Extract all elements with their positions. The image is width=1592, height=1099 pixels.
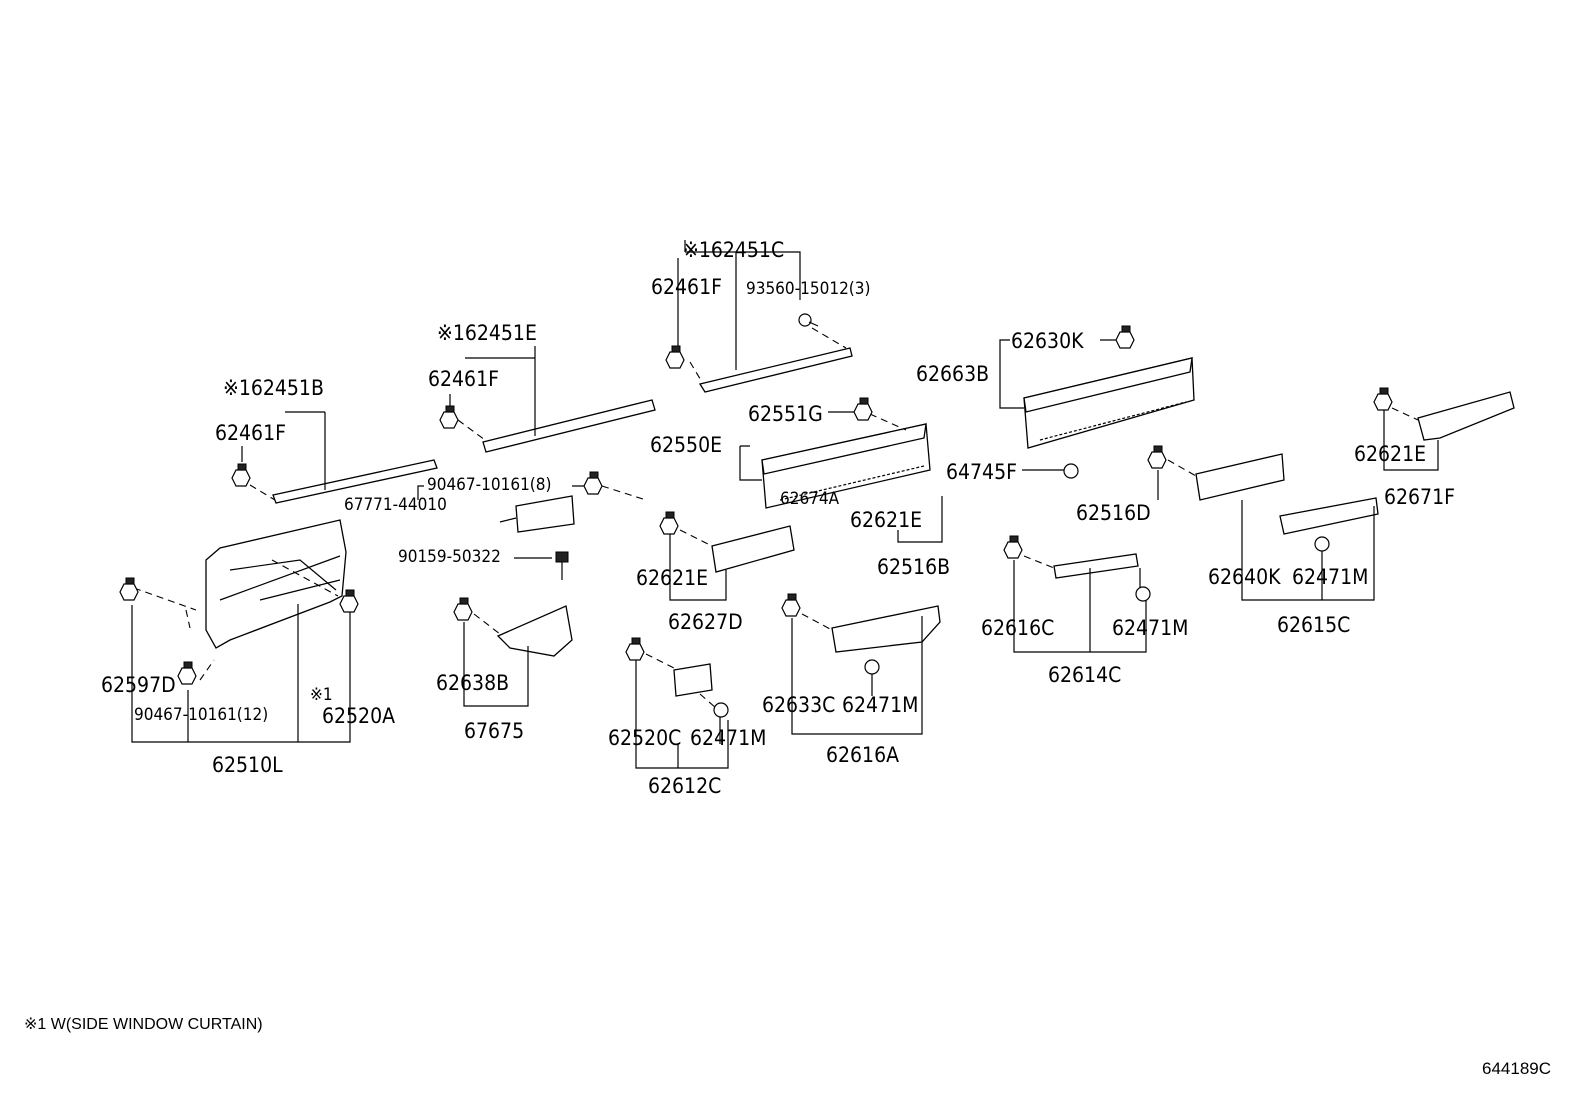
label-62614C: 62614C <box>1048 663 1121 687</box>
label-62612C: 62612C <box>648 774 721 798</box>
label-62520C: 62520C <box>608 726 681 750</box>
trim-62627D <box>659 511 795 601</box>
moulding-62451C <box>665 240 853 393</box>
label-90467-10161-8: 90467-10161(8) <box>427 475 551 495</box>
clip-icon <box>665 345 685 369</box>
bracket-67771 <box>417 471 647 580</box>
clip-icon <box>1373 387 1393 411</box>
clip-icon <box>781 593 801 617</box>
label-62516D: 62516D <box>1076 501 1151 525</box>
moulding-62451B <box>231 411 438 504</box>
clip-icon <box>1003 535 1023 559</box>
footnote: ※1 W(SIDE WINDOW CURTAIN) <box>24 1016 263 1033</box>
label-62520A: 62520A <box>322 704 395 728</box>
label-62451C: ※162451C <box>683 238 784 262</box>
label-62616C: 62616C <box>981 616 1054 640</box>
label-x1: ※1 <box>310 685 333 705</box>
label-62621E-right: 62621E <box>1354 442 1426 466</box>
label-62633C: 62633C <box>762 693 835 717</box>
label-62615C: 62615C <box>1277 613 1350 637</box>
bolt-icon <box>555 551 569 580</box>
clip-icon <box>1115 325 1135 349</box>
label-62616A: 62616A <box>826 743 899 767</box>
clip-icon <box>659 511 679 535</box>
sill-62550E <box>739 397 931 509</box>
label-67675: 67675 <box>464 719 524 743</box>
label-62471M-a: 62471M <box>1112 616 1188 640</box>
clip-icon <box>231 463 251 487</box>
label-62451E: ※162451E <box>437 321 537 345</box>
trim-62616A <box>781 593 941 735</box>
label-62471M-d: 62471M <box>842 693 918 717</box>
label-62621E-left: 62621E <box>636 566 708 590</box>
trim-62615C <box>1241 497 1379 601</box>
label-62674A: 62674A <box>780 489 840 509</box>
diagram-code: 644189C <box>1482 1059 1551 1078</box>
clip-icon <box>453 597 473 621</box>
trim-62614C <box>1003 535 1151 653</box>
label-62630K: 62630K <box>1011 329 1084 353</box>
trim-62510L <box>119 519 359 743</box>
label-62663B: 62663B <box>916 362 989 386</box>
label-62638B: 62638B <box>436 671 509 695</box>
label-67771-44010: 67771-44010 <box>344 495 447 515</box>
moulding-62451E <box>439 346 656 453</box>
label-93560-15012: 93560-15012(3) <box>746 279 870 299</box>
label-90159-50322: 90159-50322 <box>398 547 501 567</box>
sill-62663B <box>999 325 1195 479</box>
clip-icon <box>439 405 459 429</box>
clip-icon <box>177 661 197 685</box>
label-62640K: 62640K <box>1208 565 1281 589</box>
clip-icon <box>339 589 359 613</box>
clip-icon <box>853 397 873 421</box>
label-62516B: 62516B <box>877 555 950 579</box>
bracket-67675 <box>453 597 573 707</box>
label-62621E-mid: 62621E <box>850 508 922 532</box>
label-62551G: 62551G <box>748 402 823 426</box>
label-62671F: 62671F <box>1384 485 1455 509</box>
clip-icon <box>625 637 645 661</box>
label-90467-10161-12: 90467-10161(12) <box>134 705 268 725</box>
label-62627D: 62627D <box>668 610 743 634</box>
trim-62671F <box>1373 387 1515 471</box>
trim-62516B <box>897 496 943 543</box>
label-62461F-c: 62461F <box>215 421 286 445</box>
label-62471M-c: 62471M <box>690 726 766 750</box>
clip-icon <box>1147 445 1167 469</box>
label-64745F: 64745F <box>946 460 1017 484</box>
clip-icon <box>583 471 603 495</box>
label-62510L: 62510L <box>212 753 283 777</box>
label-62597D: 62597D <box>101 673 176 697</box>
clip-icon <box>119 577 139 601</box>
label-62550E: 62550E <box>650 433 722 457</box>
label-62461F-a: 62461F <box>651 275 722 299</box>
trim-62516D <box>1147 445 1285 501</box>
label-62471M-b: 62471M <box>1292 565 1368 589</box>
label-62451B: ※162451B <box>223 376 324 400</box>
label-62461F-b: 62461F <box>428 367 499 391</box>
plate-62612C <box>625 637 729 769</box>
screw-icon <box>798 313 819 327</box>
